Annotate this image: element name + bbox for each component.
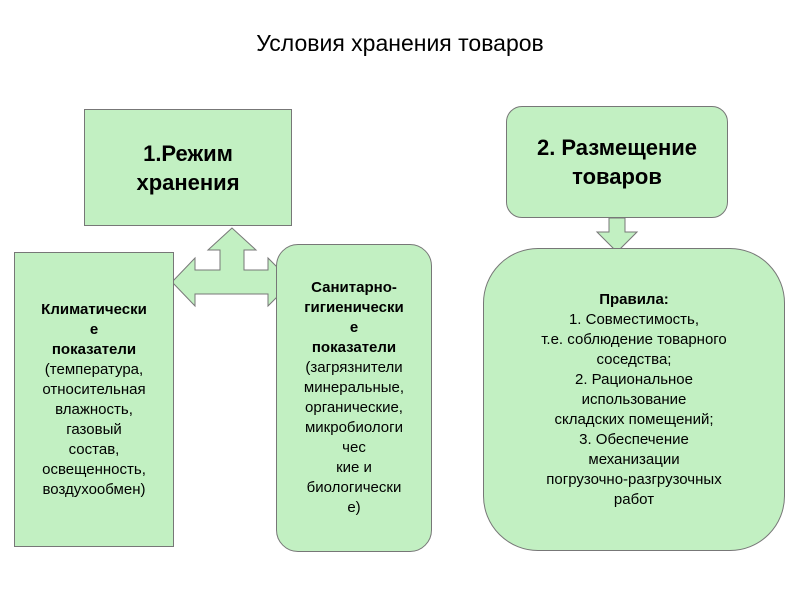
climatic-body: (температура, относительная влажность, г… [42,360,146,498]
storage-regime-title: 1.Режим хранения [136,140,240,195]
goods-placement-box: 2. Размещение товаров [506,106,728,218]
goods-placement-title: 2. Размещение товаров [536,135,698,189]
sanitary-indicators-box: Санитарно- гигиеническ­и е показатели (з… [276,244,432,552]
storage-regime-box: 1.Режим хранения [84,109,292,226]
rules-heading: Правила: [599,290,669,308]
sanitary-heading: Санитарно- гигиеническ­и е показатели [304,279,404,356]
three-way-arrow [171,227,293,308]
climatic-heading: Климатическ­и е показатели [41,300,147,358]
diagram-title: Условия хранения товаров [256,30,544,56]
rules-body: 1. Совместимость, т.е. соблюдение товарн… [541,310,727,508]
rules-box: Правила: 1. Совместимость, т.е. соблюден… [483,248,785,551]
climatic-indicators-box: Климатическ­и е показатели (температура,… [14,252,174,547]
down-arrow [595,217,639,253]
sanitary-body: (загрязнители минеральные, органические,… [303,359,405,516]
